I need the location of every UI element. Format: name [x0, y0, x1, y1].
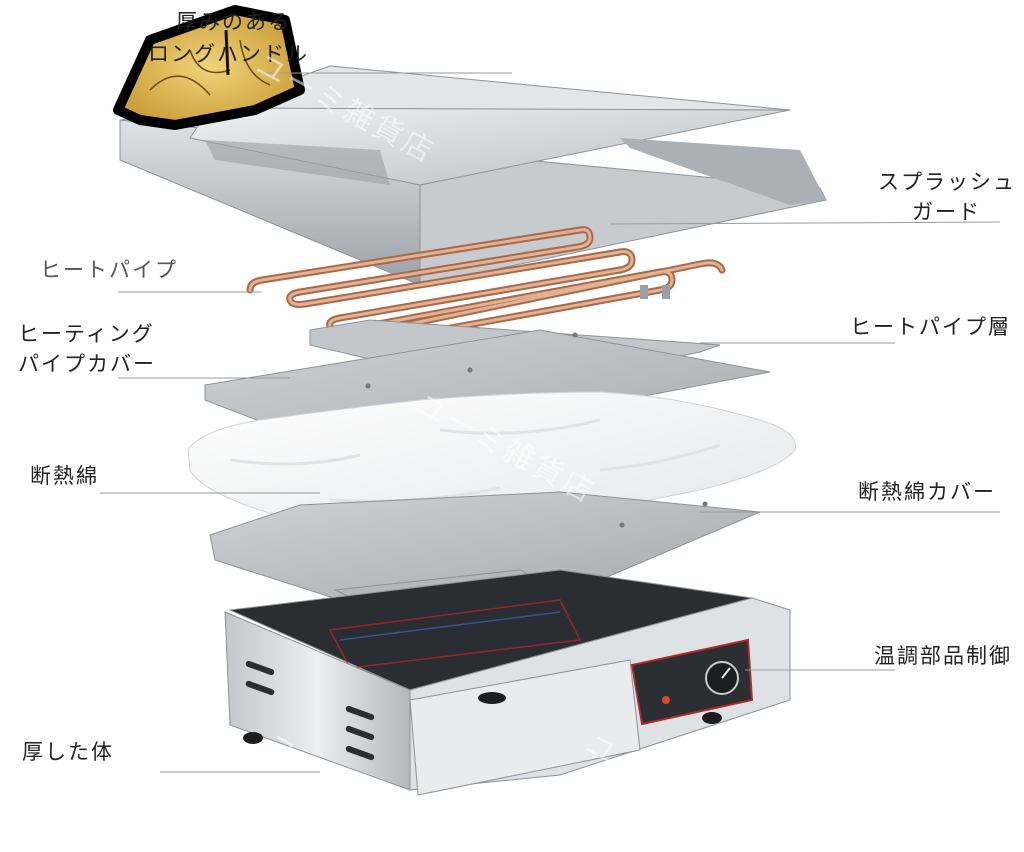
main-body: [224, 569, 791, 796]
label-splash-line1: スプラッシュ: [878, 170, 1016, 194]
label-heat-tube: ヒートパイプ: [40, 258, 178, 282]
label-heating-cover-line2: パイプカバー: [18, 352, 156, 376]
label-heat-layer: ヒートパイプ層: [850, 315, 1011, 339]
label-insulation-cover: 断熱綿カバー: [858, 480, 996, 504]
label-body: 厚した体: [22, 740, 114, 764]
label-splash-line2: ガード: [912, 200, 981, 224]
thermostat-panel: [630, 638, 754, 726]
label-insulation: 断熱綿: [30, 464, 99, 488]
label-handle-line1: 厚みのある: [176, 10, 291, 34]
heating-pipe: [246, 226, 726, 344]
long-handle: [113, 5, 305, 130]
label-thermostat: 温調部品制御: [874, 644, 1012, 668]
leader-lines: [100, 72, 1001, 773]
leader-splash: [609, 221, 1001, 225]
indicator-light: [662, 696, 670, 704]
label-handle-line2: ロングハンドル: [148, 42, 309, 66]
label-heating-cover-line1: ヒーティング: [18, 322, 155, 346]
